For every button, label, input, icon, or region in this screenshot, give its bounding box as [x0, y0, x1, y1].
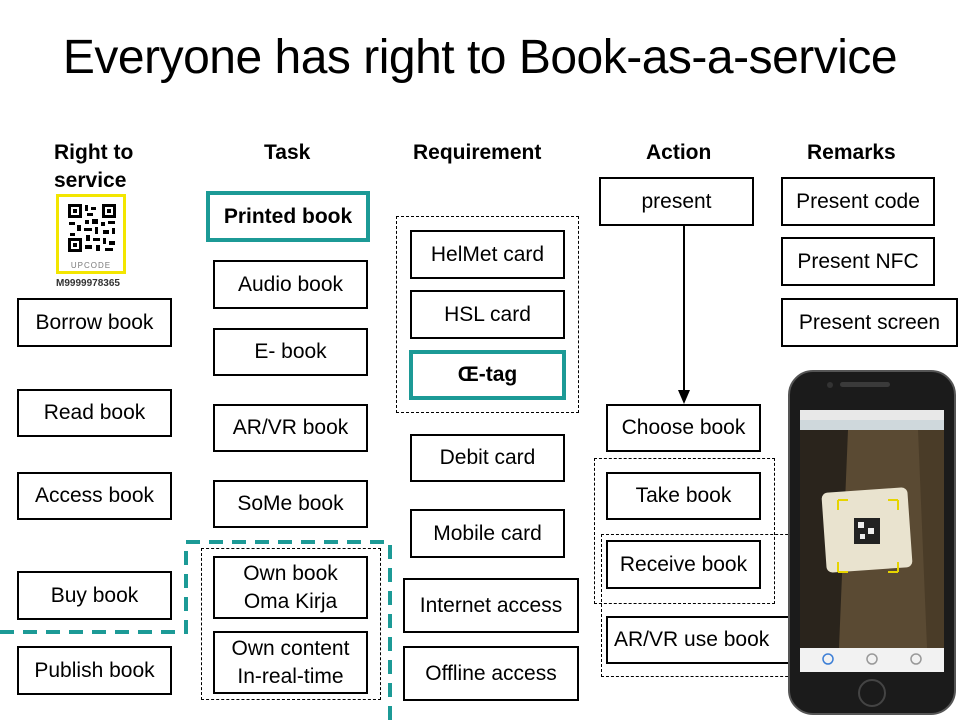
action-group-frame — [594, 458, 775, 604]
task-some-book: SoMe book — [213, 480, 368, 528]
right-borrow-book: Borrow book — [17, 298, 172, 347]
task-own-content: Own content In-real-time — [213, 631, 368, 694]
action-choose-book: Choose book — [606, 404, 761, 452]
req-hsl-card: HSL card — [410, 290, 565, 339]
remark-present-code: Present code — [781, 177, 935, 226]
teal-dashed-border — [0, 540, 392, 720]
remark-present-nfc: Present NFC — [781, 237, 935, 286]
req-internet-access: Internet access — [403, 578, 579, 633]
action-present: present — [599, 177, 754, 226]
task-ar-vr-book: AR/VR book — [213, 404, 368, 452]
req-debit-card: Debit card — [410, 434, 565, 482]
own-task-group-frame — [201, 548, 381, 700]
req-mobile-card: Mobile card — [410, 509, 565, 558]
right-access-book: Access book — [17, 472, 172, 520]
upcode-qr-icon: UPCODE — [56, 194, 126, 274]
task-audio-book: Audio book — [213, 260, 368, 309]
right-publish-book: Publish book — [17, 646, 172, 695]
task-printed-book: Printed book — [206, 191, 370, 242]
action-receive-book: Receive book — [606, 540, 761, 589]
upcode-id: M9999978365 — [56, 278, 120, 289]
qr-code-icon — [67, 203, 117, 253]
task-own-book: Own book Oma Kirja — [213, 556, 368, 619]
remark-present-screen: Present screen — [781, 298, 958, 347]
down-arrow-icon — [678, 226, 690, 404]
right-buy-book: Buy book — [17, 571, 172, 620]
smartphone-scanning-icon — [788, 370, 956, 715]
header-right-to-service: Right to service — [54, 141, 134, 192]
req-oe-tag: Œ-tag — [409, 350, 566, 400]
header-task: Task — [264, 141, 311, 164]
header-action: Action — [646, 141, 712, 164]
action-take-book: Take book — [606, 472, 761, 520]
req-helmet-card: HelMet card — [410, 230, 565, 279]
right-read-book: Read book — [17, 389, 172, 437]
header-requirement: Requirement — [413, 141, 542, 164]
task-e-book: E- book — [213, 328, 368, 376]
action-ar-vr-use-book: AR/VR use book — [606, 616, 798, 664]
requirement-group-frame — [396, 216, 579, 413]
upcode-logo: UPCODE — [70, 261, 112, 270]
page-title: Everyone has right to Book-as-a-service — [62, 31, 898, 84]
header-remarks: Remarks — [807, 141, 896, 164]
req-offline-access: Offline access — [403, 646, 579, 701]
